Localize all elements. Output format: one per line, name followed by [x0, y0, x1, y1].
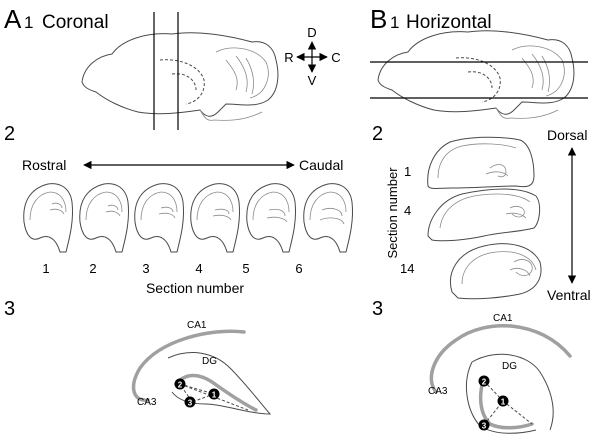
horizontal-section-4: [427, 188, 541, 242]
panel-b-hippocampus: CA1 CA3 DG 2 1 3: [428, 313, 572, 434]
panel-a-step-3: 3: [4, 298, 15, 320]
coronal-section-5: [246, 183, 296, 253]
section-number: 3: [142, 261, 149, 276]
coronal-section-3: [134, 183, 184, 253]
recording-marker-3: 3: [478, 419, 490, 431]
panel-a-sagittal-brain: [81, 12, 279, 130]
horizontal-section-1: [427, 136, 535, 189]
dg-label: DG: [202, 356, 217, 367]
panel-a-title: A 1 Coronal: [4, 4, 109, 34]
coronal-section-6: [303, 183, 353, 253]
panel-a-number: 1: [24, 13, 33, 32]
coronal-section-numbers: 1 2 3 4 5 6: [42, 261, 302, 276]
recording-marker-2: 2: [174, 378, 186, 390]
section-number: 4: [404, 203, 411, 218]
panel-b-sagittal-brain: [370, 30, 588, 119]
section-number: 1: [404, 164, 411, 179]
section-number-axis-label-vertical: Section number: [385, 167, 400, 259]
panel-b-letter: B: [370, 4, 387, 34]
section-number: 14: [400, 261, 414, 276]
section-number: 6: [295, 261, 302, 276]
recording-marker-1: 1: [497, 395, 509, 407]
svg-text:1: 1: [212, 391, 217, 400]
panel-a-step-2: 2: [4, 123, 15, 145]
horizontal-section-numbers: 1 4 14: [400, 164, 414, 276]
recording-marker-2: 2: [478, 375, 490, 387]
coronal-section-1: [23, 183, 73, 253]
compass-caudal: C: [331, 50, 340, 65]
caudal-label: Caudal: [299, 157, 343, 173]
panel-a-letter: A: [4, 4, 22, 34]
section-number-axis-label: Section number: [146, 280, 244, 296]
ventral-label: Ventral: [547, 287, 591, 303]
panel-b-step-3: 3: [372, 298, 383, 320]
section-number: 5: [242, 261, 249, 276]
svg-text:2: 2: [482, 378, 487, 387]
compass-ventral: V: [308, 73, 317, 88]
ca3-label: CA3: [428, 386, 448, 397]
compass-dorsal: D: [307, 25, 316, 40]
coronal-sections: [23, 183, 353, 253]
ca3-label: CA3: [137, 397, 157, 408]
dg-label: DG: [502, 361, 517, 372]
coronal-section-4: [190, 183, 240, 253]
svg-text:3: 3: [188, 399, 193, 408]
panel-a-hippocampus: CA1 CA3 DG 2 1 3: [131, 320, 272, 415]
section-number: 4: [195, 261, 202, 276]
svg-text:1: 1: [501, 398, 506, 407]
panel-b-step-2: 2: [372, 123, 383, 145]
panel-b-title: B 1 Horizontal: [370, 4, 492, 34]
orientation-compass: D V R C: [284, 25, 340, 88]
recording-marker-3: 3: [184, 396, 196, 408]
panel-b-number: 1: [390, 13, 399, 32]
recording-marker-1: 1: [208, 388, 220, 400]
svg-text:2: 2: [178, 381, 183, 390]
section-number: 2: [89, 261, 96, 276]
compass-rostral: R: [284, 50, 293, 65]
ca1-label: CA1: [187, 320, 207, 331]
panel-a-title-text: Coronal: [42, 12, 109, 33]
svg-text:3: 3: [482, 422, 487, 431]
dorsal-label: Dorsal: [547, 127, 587, 143]
ca1-label: CA1: [493, 313, 513, 324]
horizontal-section-14: [450, 243, 542, 300]
panel-b-title-text: Horizontal: [406, 12, 492, 33]
rostral-label: Rostral: [22, 157, 66, 173]
coronal-section-2: [79, 183, 129, 253]
horizontal-sections: [427, 136, 542, 300]
section-number: 1: [42, 261, 49, 276]
